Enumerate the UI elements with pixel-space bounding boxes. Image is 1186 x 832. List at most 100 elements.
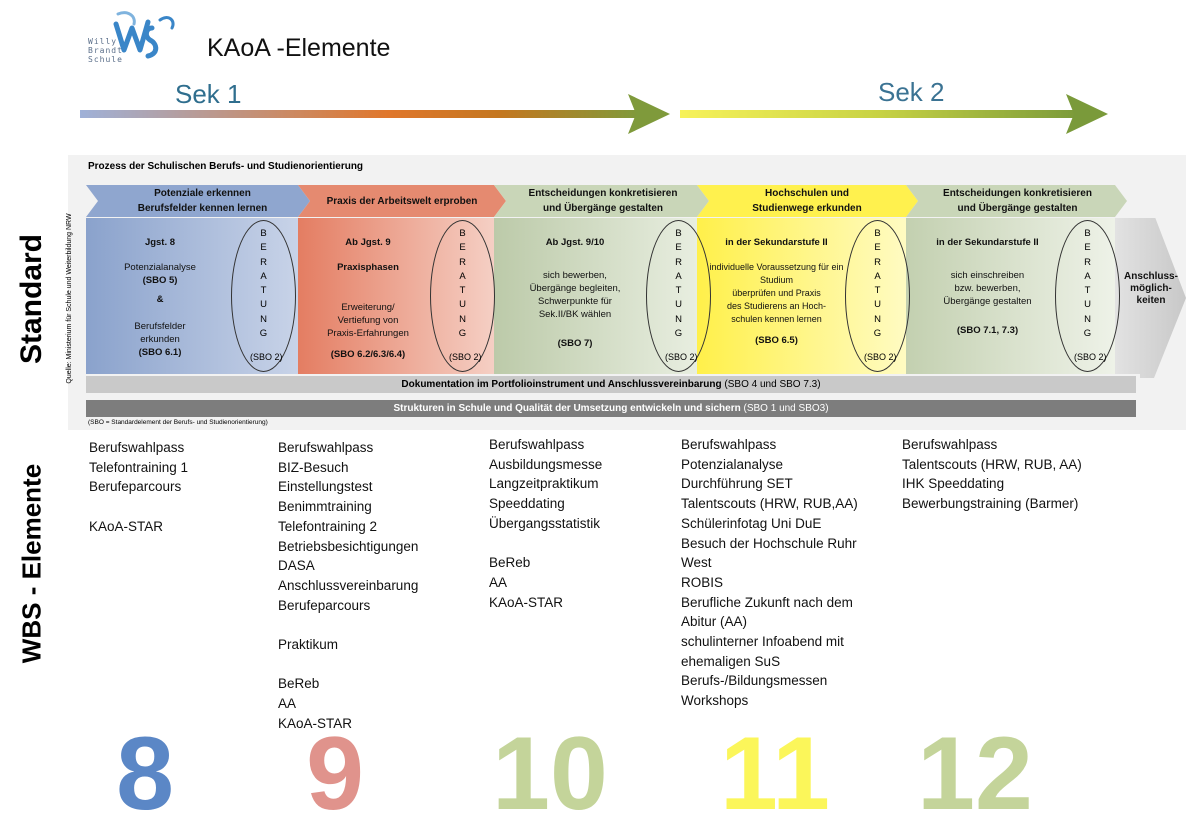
beratung-sbo: (SBO 2) xyxy=(1074,352,1107,362)
school-logo: Willy Brandt Schule xyxy=(88,10,183,68)
phase-header-shape-1 xyxy=(86,185,310,217)
standard-label: Standard xyxy=(15,233,48,365)
phase-header-3: Entscheidungen konkretisieren und Übergä… xyxy=(508,186,698,216)
anschluss-text: keiten xyxy=(1136,295,1166,306)
phase-header-4: Hochschulen und Studienwege erkunden xyxy=(712,186,902,216)
phase-column-3: Ab Jgst. 9/10 sich bewerben, Übergänge b… xyxy=(505,236,645,350)
grade-number-10: 10 xyxy=(492,716,608,832)
wbs-list-10: Berufswahlpass Ausbildungsmesse Langzeit… xyxy=(489,437,603,610)
documentation-bar-bold: Dokumentation im Portfolioinstrument und… xyxy=(401,379,722,390)
anschluss-label: Anschluss- möglich- keiten xyxy=(1118,271,1184,307)
column-text: Schwerpunkte für xyxy=(538,296,612,307)
column-text: (SBO 6.5) xyxy=(755,335,798,346)
wbs-list-11: Berufswahlpass Potenzialanalyse Durchfüh… xyxy=(681,437,858,709)
column-text: Praxisphasen xyxy=(337,262,399,273)
phase-header-text: Studienwege erkunden xyxy=(752,203,862,214)
column-text: schulen kennen lernen xyxy=(731,314,822,324)
sek-arrows xyxy=(80,94,1108,134)
column-text: Übergänge gestalten xyxy=(943,296,1032,307)
wbs-logo-mark-icon xyxy=(113,11,175,59)
anschluss-text: möglich- xyxy=(1130,283,1172,294)
phase-header-1: Potenziale erkennen Berufsfelder kennen … xyxy=(105,186,300,216)
column-text: & xyxy=(156,294,164,305)
column-head: Jgst. 8 xyxy=(144,237,176,248)
sek1-arrow-icon xyxy=(80,94,670,134)
grade-number-8: 8 xyxy=(116,716,174,832)
beratung-sbo: (SBO 2) xyxy=(665,352,698,362)
phase-header-text: und Übergänge gestalten xyxy=(542,203,663,214)
documentation-bar-rest: (SBO 4 und SBO 7.3) xyxy=(721,379,821,390)
column-text: (SBO 7) xyxy=(557,338,593,349)
column-text: Praxis-Erfahrungen xyxy=(327,328,409,339)
documentation-bar: Dokumentation im Portfolioinstrument und… xyxy=(86,376,1136,393)
beratung-sbo: (SBO 2) xyxy=(864,352,897,362)
column-text: überprüfen und Praxis xyxy=(732,288,821,298)
page-title: KAoA -Elemente xyxy=(207,34,391,62)
column-text: sich bewerben, xyxy=(543,270,607,281)
column-text: (SBO 6.2/6.3/6.4) xyxy=(330,349,406,360)
phase-header-shape-3 xyxy=(494,185,709,217)
wbs-label-wrap: WBS - Elemente xyxy=(12,440,50,690)
column-text: Sek.II/BK wählen xyxy=(538,309,612,320)
wbs-list-12: Berufswahlpass Talentscouts (HRW, RUB, A… xyxy=(902,437,1082,512)
phase-column-4: in der Sekundarstufe II individuelle Vor… xyxy=(704,236,849,347)
column-text: (SBO 7.1, 7.3) xyxy=(956,325,1019,336)
phase-headers xyxy=(86,185,1127,217)
wbs-elements-label: WBS - Elemente xyxy=(16,463,47,664)
sek1-label: Sek 1 xyxy=(175,79,242,109)
wbs-list-9: Berufswahlpass BIZ-Besuch Einstellungste… xyxy=(278,440,419,731)
sek2-label: Sek 2 xyxy=(878,77,945,107)
column-head: in der Sekundarstufe II xyxy=(936,237,1039,248)
phase-header-text: und Übergänge gestalten xyxy=(957,203,1078,214)
structure-bar-rest: (SBO 1 und SBO3) xyxy=(740,403,829,414)
phase-header-text: Berufsfelder kennen lernen xyxy=(137,203,268,214)
process-title: Prozess der Schulischen Berufs- und Stud… xyxy=(88,161,364,172)
column-text: Übergänge begleiten, xyxy=(529,283,621,294)
grade-number-9: 9 xyxy=(306,716,364,832)
column-text: sich einschreiben xyxy=(950,270,1025,281)
phase-header-text: Praxis der Arbeitswelt erproben xyxy=(326,196,478,207)
column-head: in der Sekundarstufe II xyxy=(725,237,828,248)
column-text: Berufsfelder xyxy=(134,321,186,332)
structure-bar-bold: Strukturen in Schule und Qualität der Um… xyxy=(393,403,741,414)
phase-header-5: Entscheidungen konkretisieren und Übergä… xyxy=(920,186,1115,216)
grade-number-11: 11 xyxy=(720,716,830,832)
column-text: Potenzialanalyse xyxy=(124,262,196,273)
sek2-arrow-icon xyxy=(680,94,1108,134)
phase-column-1: Jgst. 8 Potenzialanalyse (SBO 5) & Beruf… xyxy=(90,236,230,359)
beratung-sbo: (SBO 2) xyxy=(250,352,283,362)
structure-bar: Strukturen in Schule und Qualität der Um… xyxy=(86,400,1136,417)
column-text: erkunden xyxy=(140,334,180,345)
phase-header-text: Potenziale erkennen xyxy=(154,188,251,199)
logo-text-line: Willy xyxy=(88,37,118,46)
column-head: Ab Jgst. 9 xyxy=(345,237,391,248)
standard-label-wrap: Standard xyxy=(12,220,50,380)
column-text: bzw. bewerben, xyxy=(954,283,1021,294)
column-head: Ab Jgst. 9/10 xyxy=(545,237,605,248)
logo-text-line: Schule xyxy=(88,55,123,64)
footnote: (SBO = Standardelement der Berufs- und S… xyxy=(88,419,268,426)
phase-header-text: Hochschulen und xyxy=(765,188,849,199)
wbs-list-8: Berufswahlpass Telefontraining 1 Berufep… xyxy=(89,440,189,534)
phase-header-shape-2 xyxy=(298,185,506,217)
column-text: individuelle Voraussetzung für ein Studi… xyxy=(709,262,844,285)
column-text: (SBO 5) xyxy=(142,275,178,286)
beratung-sbo: (SBO 2) xyxy=(449,352,482,362)
column-text: Erweiterung/ xyxy=(341,302,395,313)
phase-column-5: in der Sekundarstufe II sich einschreibe… xyxy=(915,236,1060,337)
phase-column-2: Ab Jgst. 9 Praxisphasen Erweiterung/ Ver… xyxy=(298,236,438,361)
phase-header-shape-4 xyxy=(697,185,918,217)
anschluss-arrow-icon xyxy=(1115,218,1186,378)
column-text: Vertiefung von xyxy=(337,315,399,326)
anschluss-text: Anschluss- xyxy=(1124,271,1178,282)
grade-number-12: 12 xyxy=(917,716,1033,832)
